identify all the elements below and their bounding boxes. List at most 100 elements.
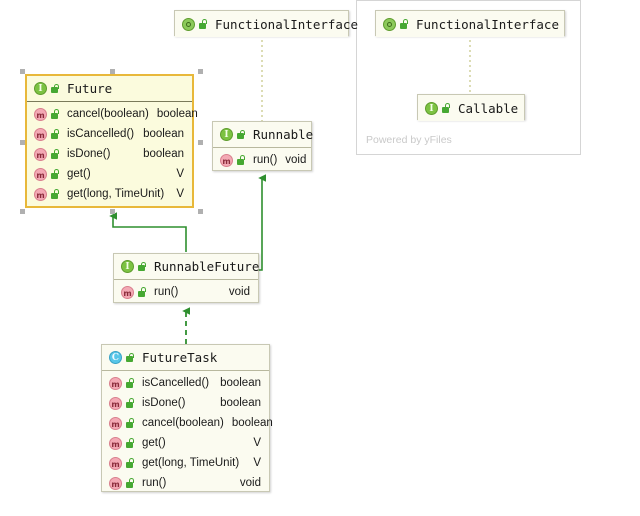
public-lock-icon bbox=[125, 397, 135, 410]
method-icon: m bbox=[34, 127, 47, 141]
member-type: void bbox=[285, 154, 307, 166]
node-title: Callable bbox=[458, 100, 519, 116]
member-row[interactable]: m cancel(boolean) boolean bbox=[102, 413, 273, 433]
selection-handle-w[interactable] bbox=[20, 140, 25, 145]
selection-handle-e[interactable] bbox=[198, 140, 203, 145]
member-row[interactable]: m get(long, TimeUnit) V bbox=[102, 453, 269, 473]
selection-handle-s[interactable] bbox=[110, 209, 115, 214]
member-name: isDone() bbox=[142, 397, 186, 409]
method-icon: m bbox=[121, 285, 134, 299]
node-members: m isCancelled() boolean m isDone() boole… bbox=[102, 371, 273, 496]
selection-handle-sw[interactable] bbox=[20, 209, 25, 214]
public-lock-icon bbox=[50, 108, 60, 121]
public-lock-icon bbox=[125, 417, 135, 430]
member-name: isCancelled() bbox=[67, 128, 135, 140]
selection-handle-nw[interactable] bbox=[20, 69, 25, 74]
member-name: get() bbox=[142, 437, 166, 449]
member-name: isDone() bbox=[67, 148, 111, 160]
member-row[interactable]: m get() V bbox=[27, 164, 192, 184]
member-name: get() bbox=[67, 168, 91, 180]
public-lock-icon bbox=[50, 188, 60, 201]
node-title: FunctionalInterface bbox=[416, 16, 559, 32]
member-type: void bbox=[228, 286, 250, 298]
node-futuretask[interactable]: C FutureTask m isCancelled() boolean m i… bbox=[101, 344, 273, 492]
interface-icon: I bbox=[121, 260, 134, 273]
node-functionalinterface-right[interactable]: @ FunctionalInterface bbox=[375, 10, 565, 37]
node-callable[interactable]: I Callable bbox=[417, 94, 525, 121]
member-row[interactable]: m isDone() boolean bbox=[102, 393, 269, 413]
node-functionalinterface-left[interactable]: @ FunctionalInterface bbox=[174, 10, 358, 37]
public-lock-icon bbox=[198, 18, 208, 31]
member-type: boolean bbox=[143, 128, 184, 140]
public-lock-icon bbox=[125, 437, 135, 450]
node-members: m cancel(boolean) boolean m isCancelled(… bbox=[27, 102, 198, 207]
node-runnable[interactable]: I Runnable m run() void bbox=[212, 121, 314, 173]
member-row[interactable]: m isCancelled() boolean bbox=[27, 124, 192, 144]
public-lock-icon bbox=[125, 457, 135, 470]
node-header: I Callable bbox=[418, 95, 524, 121]
member-name: get(long, TimeUnit) bbox=[67, 188, 165, 200]
class-icon: C bbox=[109, 351, 122, 364]
yfiles-watermark: Powered by yFiles bbox=[366, 134, 452, 146]
member-name: run() bbox=[154, 286, 179, 298]
node-members: m run() void bbox=[114, 280, 258, 305]
member-row[interactable]: m get() V bbox=[102, 433, 269, 453]
method-icon: m bbox=[109, 456, 122, 470]
public-lock-icon bbox=[441, 102, 451, 115]
selection-handle-se[interactable] bbox=[198, 209, 203, 214]
public-lock-icon bbox=[236, 154, 246, 167]
member-row[interactable]: m run() void bbox=[102, 473, 269, 493]
interface-icon: I bbox=[425, 101, 438, 115]
annotation-icon: @ bbox=[383, 17, 396, 31]
node-header: I RunnableFuture bbox=[114, 254, 260, 280]
method-icon: m bbox=[34, 187, 47, 201]
public-lock-icon bbox=[236, 128, 246, 141]
member-row[interactable]: m run() void bbox=[114, 282, 258, 302]
member-name: run() bbox=[253, 154, 278, 166]
member-row[interactable]: m isCancelled() boolean bbox=[102, 373, 269, 393]
public-lock-icon bbox=[137, 260, 147, 273]
selection-handle-ne[interactable] bbox=[198, 69, 203, 74]
node-future[interactable]: I Future m cancel(boolean) boolean m isC… bbox=[25, 74, 198, 208]
public-lock-icon bbox=[50, 148, 60, 161]
method-icon: m bbox=[220, 153, 233, 167]
node-header: @ FunctionalInterface bbox=[376, 11, 564, 37]
node-header: @ FunctionalInterface bbox=[175, 11, 358, 37]
method-icon: m bbox=[34, 107, 47, 121]
public-lock-icon bbox=[125, 477, 135, 490]
node-runnablefuture[interactable]: I RunnableFuture m run() void bbox=[113, 253, 259, 303]
member-name: cancel(boolean) bbox=[142, 417, 224, 429]
member-row[interactable]: m isDone() boolean bbox=[27, 144, 192, 164]
member-type: V bbox=[253, 457, 261, 469]
interface-icon: I bbox=[220, 128, 233, 141]
member-type: V bbox=[253, 437, 261, 449]
method-icon: m bbox=[109, 436, 122, 450]
node-title: Future bbox=[67, 81, 113, 96]
member-name: run() bbox=[142, 477, 167, 489]
annotation-icon: @ bbox=[182, 17, 195, 31]
edge-runnablefuture-future bbox=[109, 212, 187, 252]
method-icon: m bbox=[109, 396, 122, 410]
member-type: boolean bbox=[220, 397, 261, 409]
public-lock-icon bbox=[125, 351, 135, 364]
method-icon: m bbox=[109, 416, 122, 430]
method-icon: m bbox=[34, 167, 47, 181]
panel-divider bbox=[356, 0, 357, 155]
member-row[interactable]: m get(long, TimeUnit) V bbox=[27, 184, 192, 204]
member-type: boolean bbox=[231, 417, 273, 429]
public-lock-icon bbox=[50, 82, 60, 95]
public-lock-icon bbox=[125, 377, 135, 390]
member-type: boolean bbox=[143, 148, 184, 160]
member-type: V bbox=[176, 168, 184, 180]
member-row[interactable]: m cancel(boolean) boolean bbox=[27, 104, 198, 124]
interface-icon: I bbox=[34, 82, 47, 95]
node-title: Runnable bbox=[253, 127, 314, 142]
method-icon: m bbox=[34, 147, 47, 161]
selection-handle-n[interactable] bbox=[110, 69, 115, 74]
node-title: RunnableFuture bbox=[154, 259, 260, 274]
member-row[interactable]: m run() void bbox=[213, 150, 311, 170]
member-name: cancel(boolean) bbox=[67, 108, 149, 120]
node-members: m run() void bbox=[213, 148, 311, 173]
public-lock-icon bbox=[399, 18, 409, 31]
